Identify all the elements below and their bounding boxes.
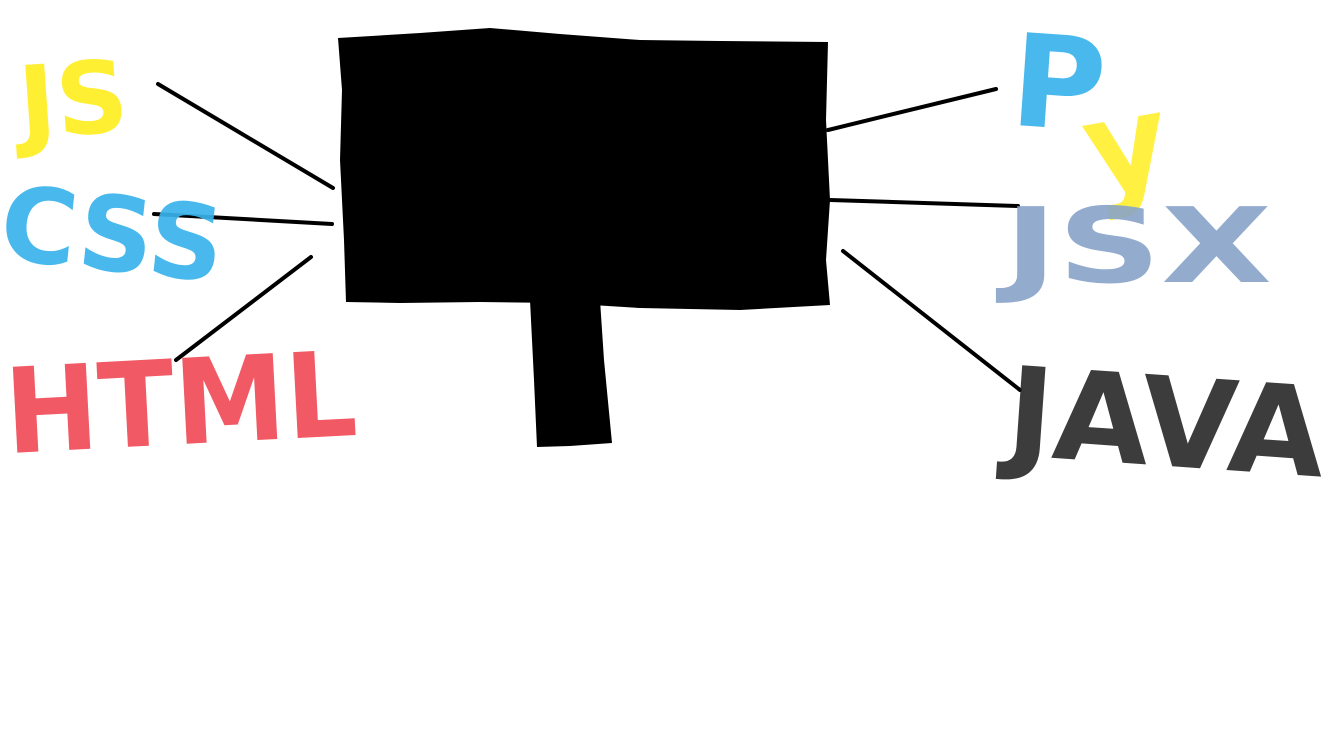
label-java: JAVA xyxy=(995,340,1329,506)
label-js: JS xyxy=(9,38,132,163)
connector-html xyxy=(174,255,313,362)
sign-post xyxy=(530,300,612,447)
connector-js xyxy=(156,82,335,190)
connector-css xyxy=(152,212,334,226)
sign-board xyxy=(338,28,830,310)
signpost xyxy=(338,28,830,447)
connector-py xyxy=(826,87,998,132)
connector-jsx xyxy=(828,198,1020,208)
label-py-p: P xyxy=(1007,7,1111,162)
connectors xyxy=(152,82,1022,392)
label-css: CSS xyxy=(0,162,230,307)
label-html: HTML xyxy=(1,325,360,481)
connector-java xyxy=(841,249,1022,392)
label-jsx: JSX xyxy=(996,185,1272,307)
